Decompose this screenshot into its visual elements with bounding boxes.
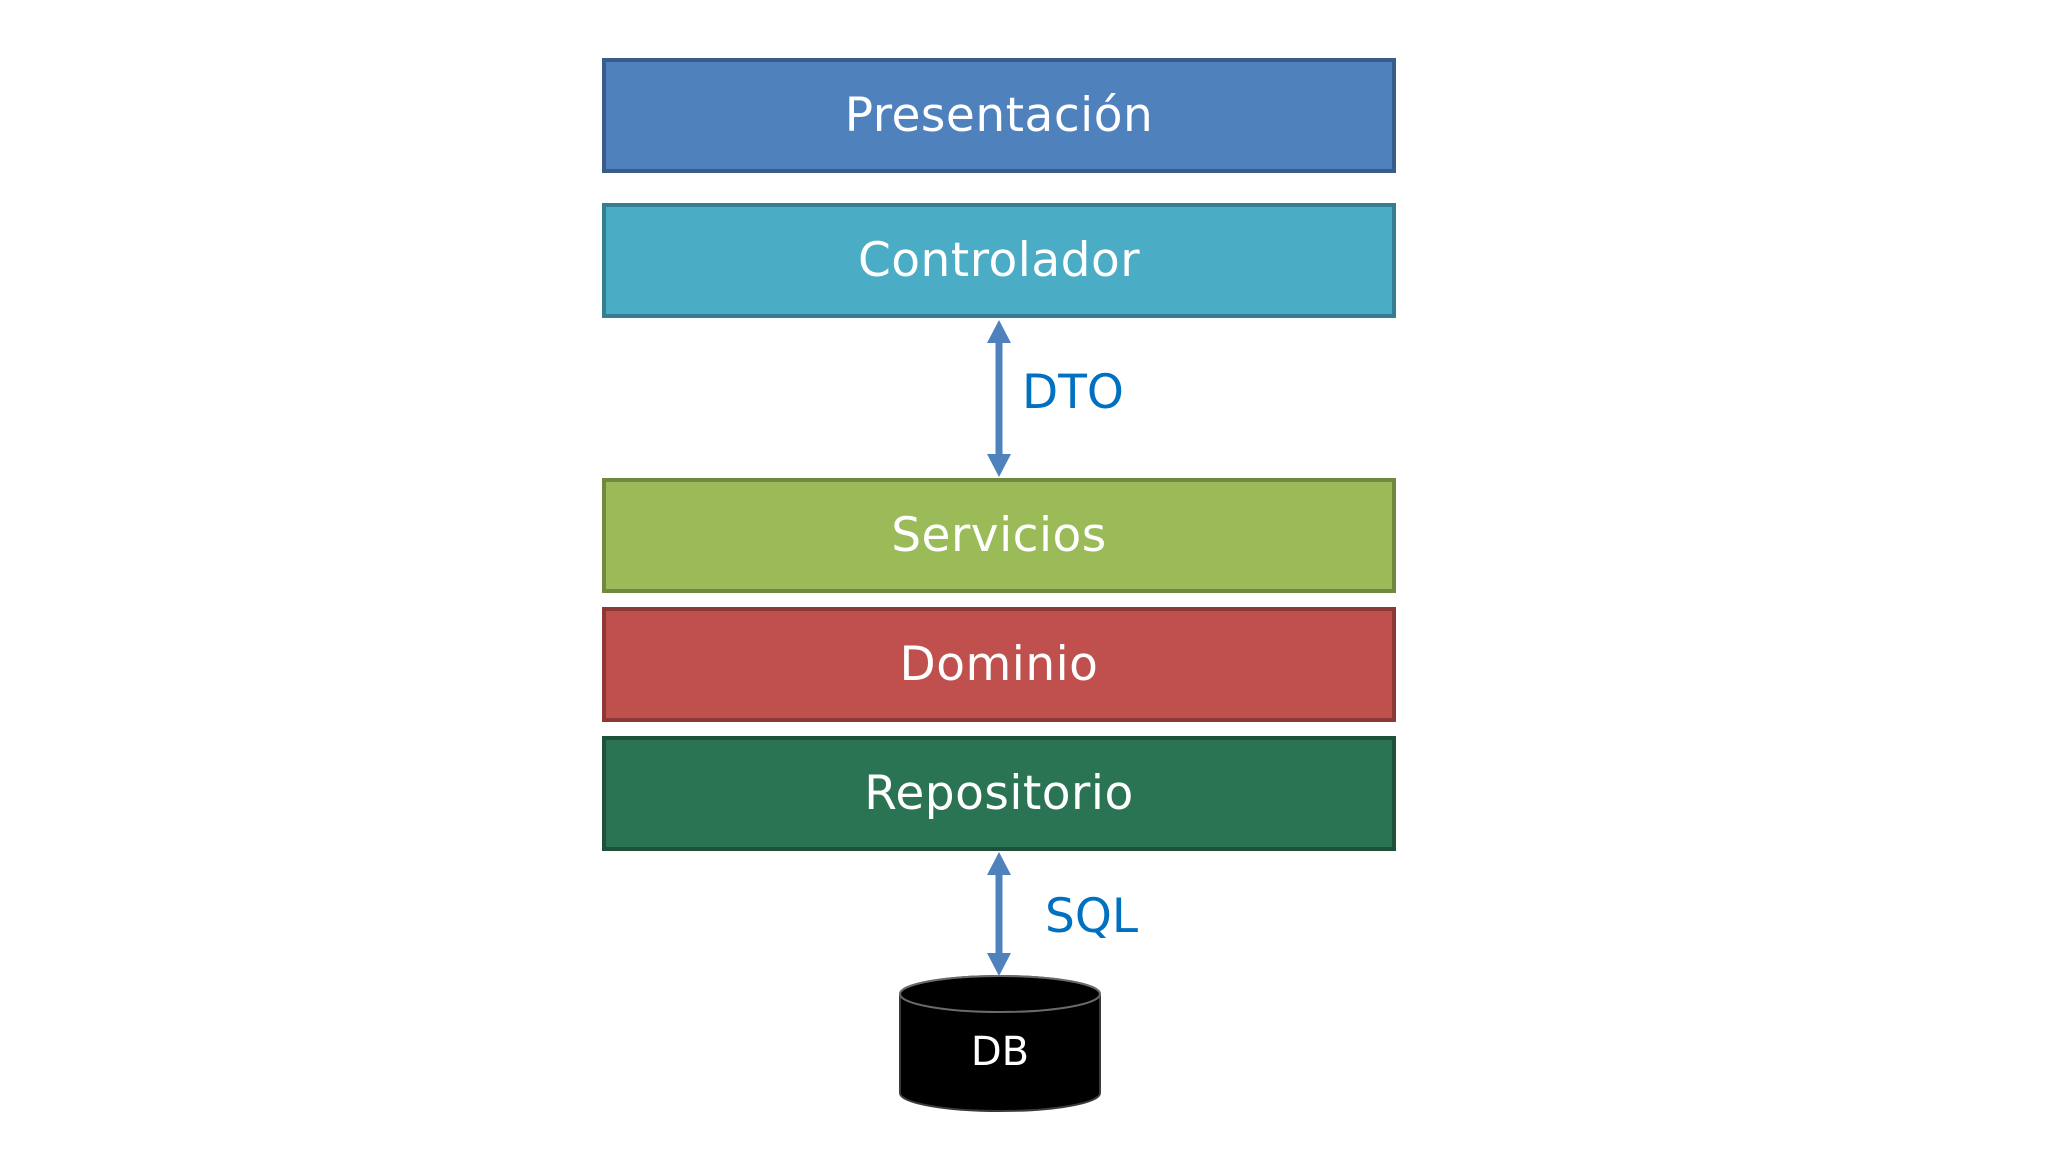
layer-repositorio-label: Repositorio <box>864 766 1134 821</box>
layer-servicios-label: Servicios <box>891 508 1107 563</box>
sql-double-arrow <box>987 852 1011 976</box>
dto-arrow-head-down <box>987 454 1011 477</box>
layer-controlador: Controlador <box>602 203 1396 318</box>
sql-label: SQL <box>1045 889 1139 944</box>
layer-controlador-label: Controlador <box>857 233 1141 288</box>
dto-label: DTO <box>1022 365 1124 420</box>
layer-presentacion-label: Presentación <box>844 88 1154 143</box>
layer-presentacion: Presentación <box>602 58 1396 173</box>
dto-double-arrow <box>987 320 1011 477</box>
layer-repositorio: Repositorio <box>602 736 1396 851</box>
sql-arrow-head-down <box>987 953 1011 976</box>
database-cylinder-icon <box>899 975 1101 1112</box>
database-label: DB <box>970 1029 1030 1075</box>
layer-dominio: Dominio <box>602 607 1396 722</box>
sql-arrow-head-up <box>987 852 1011 875</box>
layer-servicios: Servicios <box>602 478 1396 593</box>
dto-arrow-head-up <box>987 320 1011 343</box>
layer-dominio-label: Dominio <box>899 637 1099 692</box>
